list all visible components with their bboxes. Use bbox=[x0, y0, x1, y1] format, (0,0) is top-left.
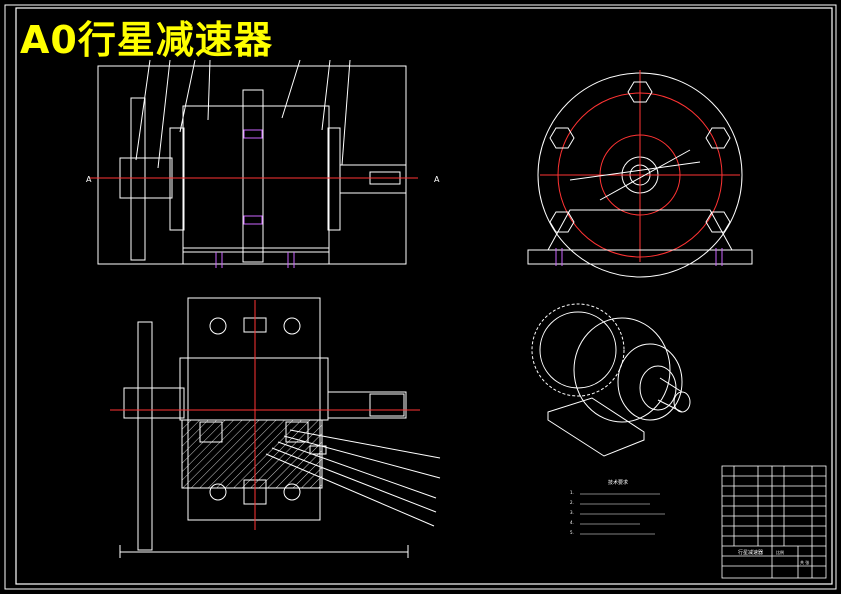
notes-heading: 技术要求 bbox=[608, 479, 628, 486]
front-view bbox=[90, 59, 418, 268]
iso-gear-body bbox=[539, 311, 617, 389]
oil-plug bbox=[309, 445, 327, 455]
handwheel-rim bbox=[130, 97, 146, 261]
front-leaders bbox=[135, 59, 351, 169]
iso-gear-teeth bbox=[531, 303, 625, 397]
side-base-plate bbox=[527, 249, 753, 265]
front-base bbox=[182, 247, 330, 265]
title-block-name: 行星减速器 bbox=[738, 549, 763, 556]
title-block bbox=[721, 465, 827, 579]
notes-line-1: 1. bbox=[570, 490, 574, 495]
right-cover bbox=[327, 127, 341, 231]
front-bolts bbox=[215, 129, 295, 268]
title-block-frame bbox=[721, 465, 827, 579]
section-hole-br bbox=[283, 483, 301, 501]
center-flange bbox=[242, 89, 264, 263]
section-mark-left: A bbox=[86, 175, 92, 184]
outer-border bbox=[4, 4, 837, 590]
section-input-shaft bbox=[123, 387, 185, 419]
bearing-right bbox=[285, 421, 309, 443]
notes-line-3: 3. bbox=[570, 510, 574, 515]
section-housing bbox=[187, 297, 321, 521]
left-cover bbox=[169, 127, 185, 231]
technical-notes: 技术要求 1. 2. 3. 4. 5. bbox=[570, 479, 665, 535]
title-block-scale: 比例 bbox=[776, 549, 784, 555]
isometric-view bbox=[531, 303, 691, 457]
hex-bolts bbox=[549, 81, 731, 233]
section-output-shaft bbox=[327, 391, 407, 419]
section-handwheel bbox=[137, 321, 153, 551]
iso-base bbox=[547, 397, 645, 457]
side-view bbox=[527, 70, 753, 278]
housing-body bbox=[182, 105, 330, 253]
side-foot-bolts bbox=[555, 248, 723, 266]
notes-line-4: 4. bbox=[570, 520, 574, 525]
section-mid-band bbox=[179, 357, 329, 421]
iso-front-cover bbox=[617, 343, 683, 421]
side-dimension-lines bbox=[569, 149, 701, 201]
section-hole-bl bbox=[209, 483, 227, 501]
section-leaders bbox=[265, 429, 441, 527]
section-view bbox=[110, 297, 441, 558]
inner-border bbox=[15, 7, 833, 585]
bearing-left bbox=[199, 421, 223, 443]
output-shaft bbox=[339, 164, 407, 194]
section-mark-right: A bbox=[434, 175, 440, 184]
iso-housing bbox=[573, 317, 671, 423]
notes-line-2: 2. bbox=[570, 500, 574, 505]
side-foot bbox=[547, 209, 733, 251]
iso-flange bbox=[639, 365, 677, 411]
drawing-title: A0行星减速器 bbox=[20, 18, 273, 62]
section-hatched-body bbox=[181, 419, 323, 489]
section-hole-tl bbox=[209, 317, 227, 335]
section-hole-tr bbox=[283, 317, 301, 335]
title-block-sheet: 共 张 bbox=[800, 559, 809, 565]
notes-line-5: 5. bbox=[570, 530, 574, 535]
section-output-end bbox=[369, 393, 405, 417]
